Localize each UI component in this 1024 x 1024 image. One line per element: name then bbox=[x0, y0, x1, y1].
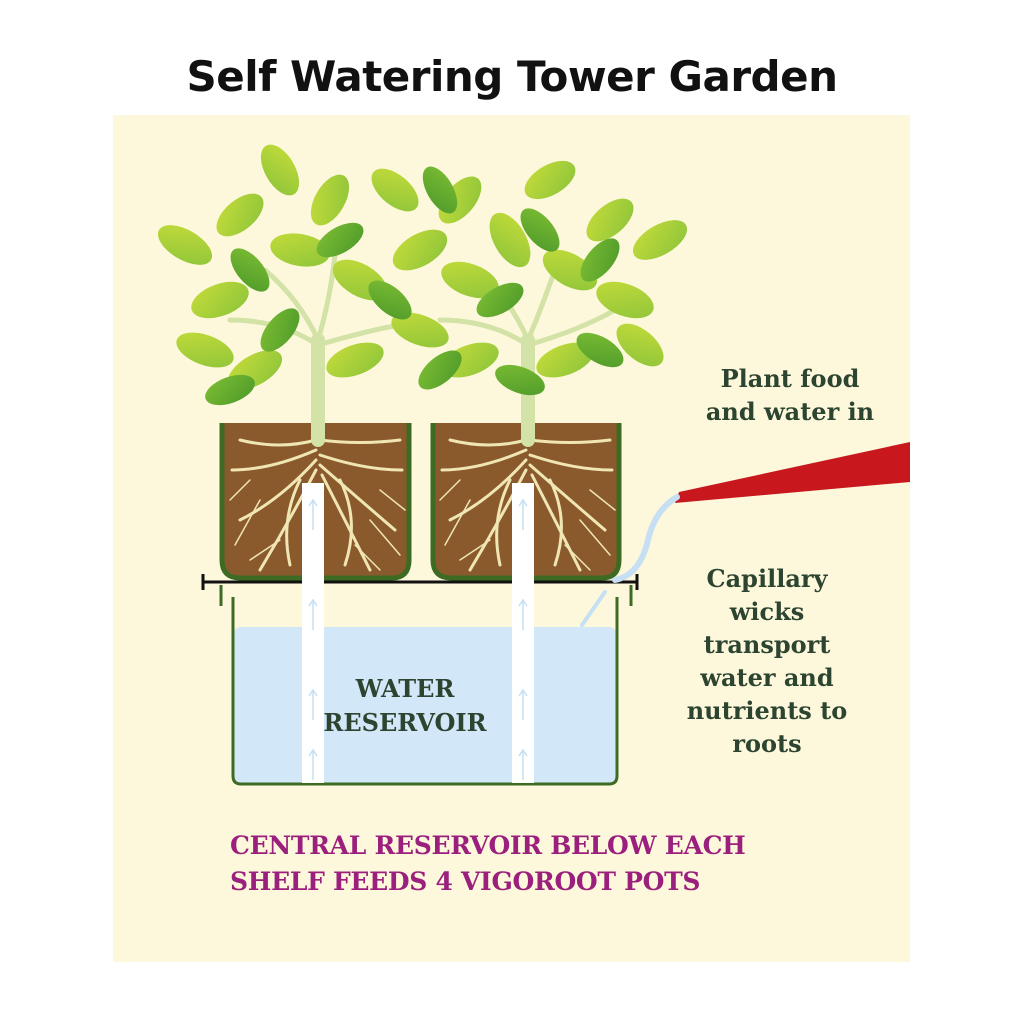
diagram-title: Self Watering Tower Garden bbox=[186, 52, 838, 101]
caption: CENTRAL RESERVOIR BELOW EACH SHELF FEEDS… bbox=[230, 831, 746, 896]
capillary-wick-left bbox=[302, 483, 324, 783]
water-reservoir-label: WATER RESERVOIR bbox=[323, 674, 487, 737]
capillary-wicks-label: Capillary wicks transport water and nutr… bbox=[686, 564, 848, 758]
shelf bbox=[201, 574, 639, 590]
watering-spout bbox=[580, 442, 910, 627]
roots bbox=[229, 438, 616, 572]
capillary-wick-right bbox=[512, 483, 534, 783]
foliage bbox=[157, 144, 688, 406]
plant-food-label: Plant food and water in bbox=[705, 364, 875, 426]
